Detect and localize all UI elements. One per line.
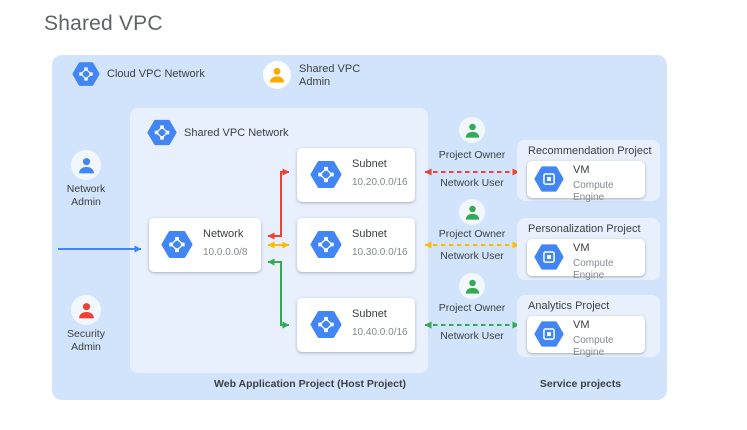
network-user-label-2: Network User [440, 250, 504, 262]
vm-label: VM [573, 319, 590, 331]
security-admin-label-line2: Admin [71, 341, 101, 353]
project-owner-avatar-1 [459, 117, 485, 143]
project-owner-label-3: Project Owner [438, 302, 506, 314]
subnet-cidr: 10.40.0.0/16 [352, 327, 408, 338]
compute-engine-label: Compute Engine [573, 258, 614, 281]
project-owner-avatar-3 [459, 273, 485, 299]
service-project-box-1: Recommendation Project VM Compute Engine [517, 140, 660, 203]
network-admin-label-line2: Admin [71, 196, 101, 208]
service-project-title: Analytics Project [528, 300, 610, 312]
vpc-hexagon-icon [161, 231, 193, 258]
person-icon [78, 302, 94, 318]
vpc-hexagon-icon [147, 119, 177, 146]
service-project-box-3: Analytics Project VM Compute Engine [517, 295, 660, 358]
vm-box: VM Compute Engine [527, 239, 645, 281]
service-projects-caption: Service projects [539, 378, 622, 390]
compute-engine-label: Compute Engine [573, 335, 614, 358]
service-project-title: Recommendation Project [528, 145, 652, 157]
person-icon [465, 205, 479, 220]
network-box: Network 10.0.0.0/8 [149, 218, 261, 272]
shared-vpc-admin-label-line2: Admin [299, 76, 331, 88]
subnet-box-3: Subnet 10.40.0.0/16 [297, 298, 415, 352]
compute-engine-label: Compute Engine [573, 180, 614, 203]
project-owner-label-1: Project Owner [438, 149, 506, 161]
vm-label: VM [573, 242, 590, 254]
subnet-cidr: 10.20.0.0/16 [352, 177, 408, 188]
vm-box: VM Compute Engine [527, 161, 645, 203]
project-owner-avatar-2 [459, 199, 485, 225]
subnet-cidr: 10.30.0.0/16 [352, 247, 408, 258]
network-user-label-1: Network User [440, 177, 504, 189]
cloud-vpc-network-label: Cloud VPC Network [107, 68, 205, 80]
subnet-title: Subnet [352, 308, 387, 320]
compute-engine-hexagon-icon [534, 321, 564, 347]
person-icon [270, 67, 284, 83]
shared-vpc-admin-avatar [263, 61, 291, 89]
project-owner-label-2: Project Owner [438, 228, 506, 240]
network-admin-avatar [71, 150, 101, 180]
vpc-hexagon-icon [310, 311, 342, 338]
subnet-title: Subnet [352, 228, 387, 240]
network-title: Network [203, 228, 244, 240]
host-project-caption: Web Application Project (Host Project) [214, 378, 406, 390]
vpc-hexagon-icon [72, 62, 100, 86]
subnet-title: Subnet [352, 158, 387, 170]
security-admin-avatar [71, 295, 101, 325]
network-admin-label-line1: Network [66, 183, 106, 195]
vm-label: VM [573, 164, 590, 176]
service-project-box-2: Personalization Project VM Compute Engin… [517, 218, 660, 281]
security-admin-label-line1: Security [67, 328, 105, 340]
vpc-hexagon-icon [310, 231, 342, 258]
network-cidr: 10.0.0.0/8 [203, 247, 248, 258]
compute-engine-hexagon-icon [534, 166, 564, 192]
vpc-hexagon-icon [310, 161, 342, 188]
network-user-label-3: Network User [440, 330, 504, 342]
person-icon [465, 279, 479, 294]
page-title: Shared VPC [44, 12, 163, 35]
compute-engine-hexagon-icon [534, 244, 564, 270]
person-icon [78, 157, 94, 173]
shared-vpc-network-label: Shared VPC Network [184, 127, 289, 139]
vm-box: VM Compute Engine [527, 316, 645, 358]
service-project-title: Personalization Project [528, 223, 641, 235]
person-icon [465, 123, 479, 138]
shared-vpc-admin-label-line1: Shared VPC [299, 63, 361, 75]
subnet-box-1: Subnet 10.20.0.0/16 [297, 148, 415, 202]
subnet-box-2: Subnet 10.30.0.0/16 [297, 218, 415, 272]
